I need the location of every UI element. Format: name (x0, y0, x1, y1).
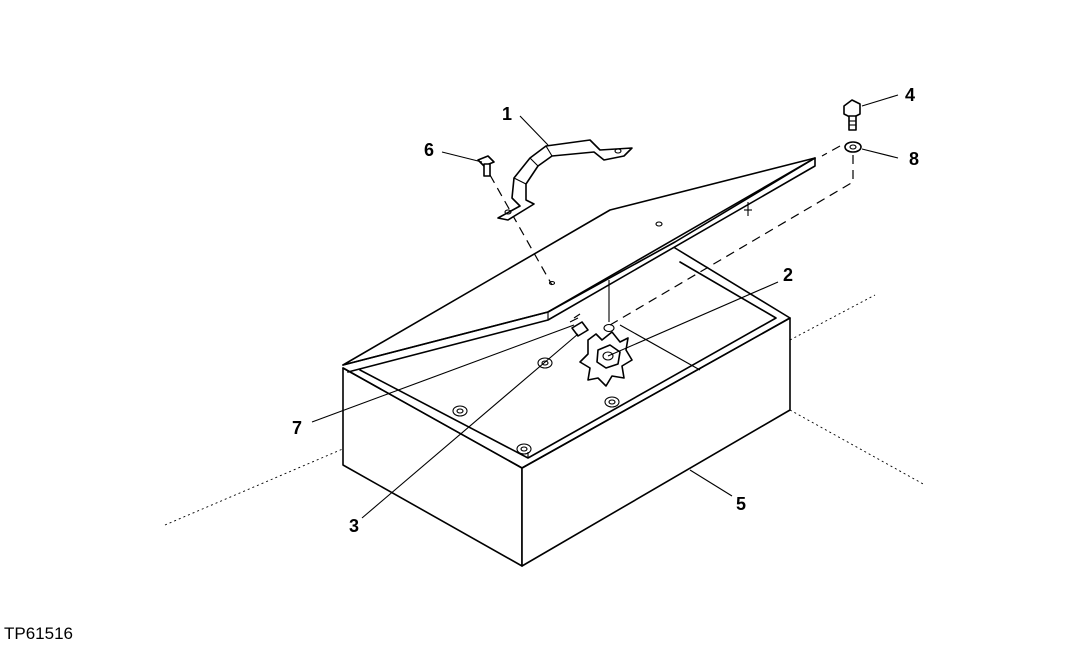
washer-8 (844, 141, 862, 153)
bolt-6 (477, 155, 495, 177)
callout-3: 3 (349, 516, 359, 536)
mounting-holes (452, 323, 620, 455)
leader-lines (311, 94, 899, 519)
assembly-lines (489, 145, 854, 326)
handle (497, 139, 633, 221)
figure-id: TP61516 (4, 624, 73, 643)
callout-2: 2 (783, 265, 793, 285)
box-body (342, 247, 791, 567)
bolt-4 (843, 99, 861, 131)
box-lid (342, 157, 816, 373)
ground-reference-lines (164, 294, 926, 526)
callout-6: 6 (424, 140, 434, 160)
callout-7: 7 (292, 418, 302, 438)
callout-4: 4 (905, 85, 915, 105)
callout-1: 1 (502, 104, 512, 124)
callout-5: 5 (736, 494, 746, 514)
cutaway-nut (579, 331, 633, 387)
callout-8: 8 (909, 149, 919, 169)
hinge-parts (569, 313, 589, 337)
